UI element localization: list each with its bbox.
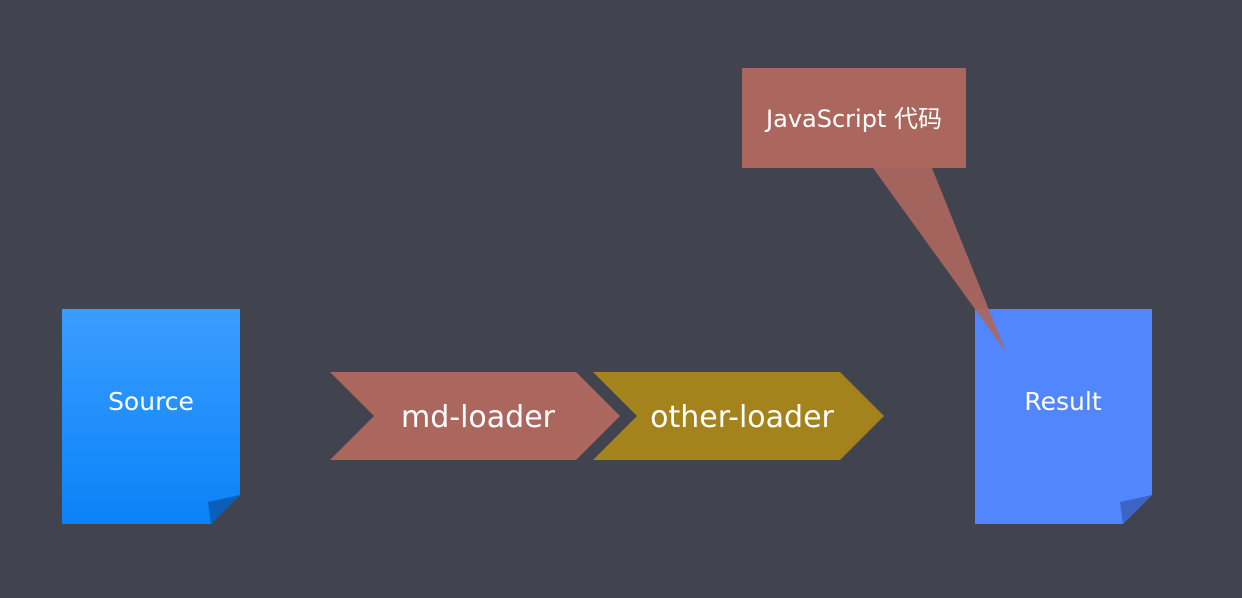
result-page-fold: [1120, 495, 1152, 524]
result-label: Result: [1024, 387, 1101, 416]
other-loader-label: other-loader: [650, 400, 834, 435]
source-label: Source: [108, 387, 194, 416]
callout-label: JavaScript 代码: [764, 105, 942, 133]
source-document: Source: [62, 309, 240, 524]
result-page-shape: [975, 309, 1152, 524]
md-loader-chevron: [330, 372, 620, 460]
callout-balloon: JavaScript 代码: [742, 68, 1006, 352]
source-page-fold: [208, 495, 240, 524]
other-loader-chevron: [593, 372, 884, 460]
callout-box: [742, 68, 966, 168]
result-document: Result: [975, 309, 1152, 524]
md-loader-label: md-loader: [401, 400, 556, 435]
md-loader-stage: md-loader: [330, 372, 620, 460]
callout-pointer: [873, 168, 1006, 352]
source-page-shape: [62, 309, 240, 524]
other-loader-stage: other-loader: [593, 372, 884, 460]
